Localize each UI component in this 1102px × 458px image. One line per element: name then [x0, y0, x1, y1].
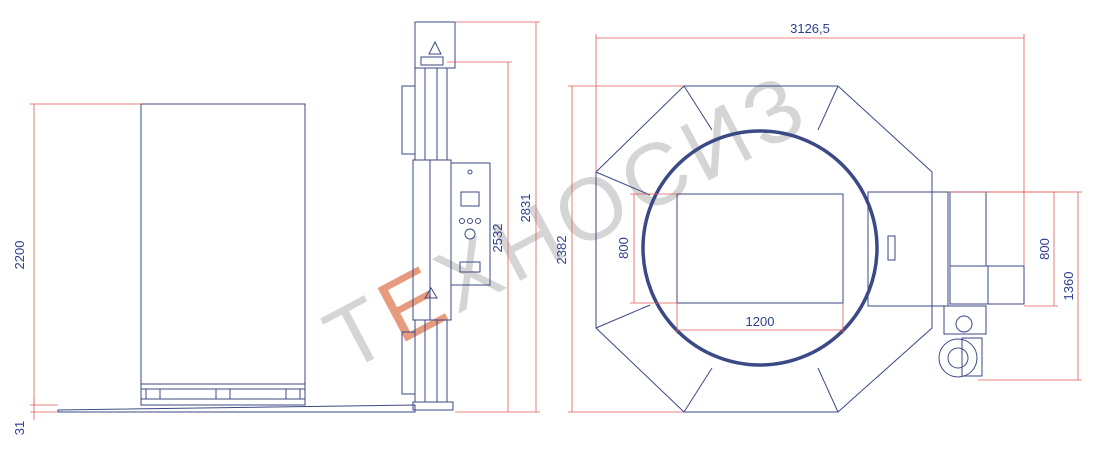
mast-foot [412, 401, 454, 411]
side-slot [887, 235, 896, 261]
octagon-segment [595, 171, 651, 196]
mast-label-box [420, 56, 444, 66]
dimension-lines [30, 21, 1082, 420]
panel-screen [460, 191, 480, 207]
pallet-block [285, 388, 301, 400]
drive-housing [949, 265, 989, 305]
drive-knob [955, 315, 973, 333]
octagon-segment [683, 85, 713, 131]
wheel-inner [947, 347, 969, 369]
octagon-segment [595, 304, 651, 329]
dim-platform-depth: 800 [616, 237, 631, 259]
mast-column-top [949, 191, 987, 267]
mast-upper [414, 67, 448, 161]
panel-socket [459, 261, 481, 273]
pallet-block [215, 388, 231, 400]
turntable-ring [641, 129, 879, 367]
dimension-labels: 2200 31 2532 2831 2382 3126,5 800 1200 8… [12, 21, 1076, 435]
pallet [140, 383, 306, 406]
pallet-block [145, 388, 161, 400]
mast-view [401, 21, 491, 411]
panel-button [467, 218, 473, 224]
side-arm [867, 191, 949, 307]
dim-overall-width: 3126,5 [790, 21, 830, 36]
octagon-segment [683, 367, 713, 413]
octagon-segment [817, 367, 839, 413]
pallet-load-view [57, 103, 416, 413]
panel-knob [464, 228, 476, 240]
dim-base-height: 31 [12, 421, 27, 435]
watermark: ТЕХНОСИЗ [309, 53, 824, 390]
panel-button [475, 218, 481, 224]
panel-button [459, 218, 465, 224]
panel-screw [467, 169, 473, 175]
watermark-text-after: ХНОСИЗ [419, 53, 825, 331]
warning-triangle-icon [424, 287, 438, 299]
dim-side-depth: 800 [1037, 238, 1052, 260]
load-box [140, 103, 306, 385]
motor-mount [943, 305, 987, 335]
dim-pallet-height: 2200 [12, 241, 27, 270]
dim-platform-width: 1200 [746, 314, 775, 329]
top-view [595, 85, 1025, 413]
wheel-axle-plate [961, 337, 983, 377]
motor-box [987, 265, 1025, 305]
warning-triangle-icon [428, 40, 442, 55]
mast-upper-guard [401, 85, 416, 155]
dim-overall-depth: 2382 [554, 236, 569, 265]
platform-rectangle [676, 193, 844, 304]
turntable-base [57, 404, 416, 413]
octagon-segment [817, 85, 839, 131]
dim-mast-total-height: 2831 [518, 194, 533, 223]
mast-lower-guard [401, 331, 416, 395]
wheel-outer [938, 338, 978, 378]
control-panel [450, 162, 491, 286]
dim-mast-inner-height: 2532 [490, 224, 505, 253]
dim-side-total-depth: 1360 [1061, 272, 1076, 301]
watermark-text: ТЕХНОСИЗ [309, 53, 824, 390]
